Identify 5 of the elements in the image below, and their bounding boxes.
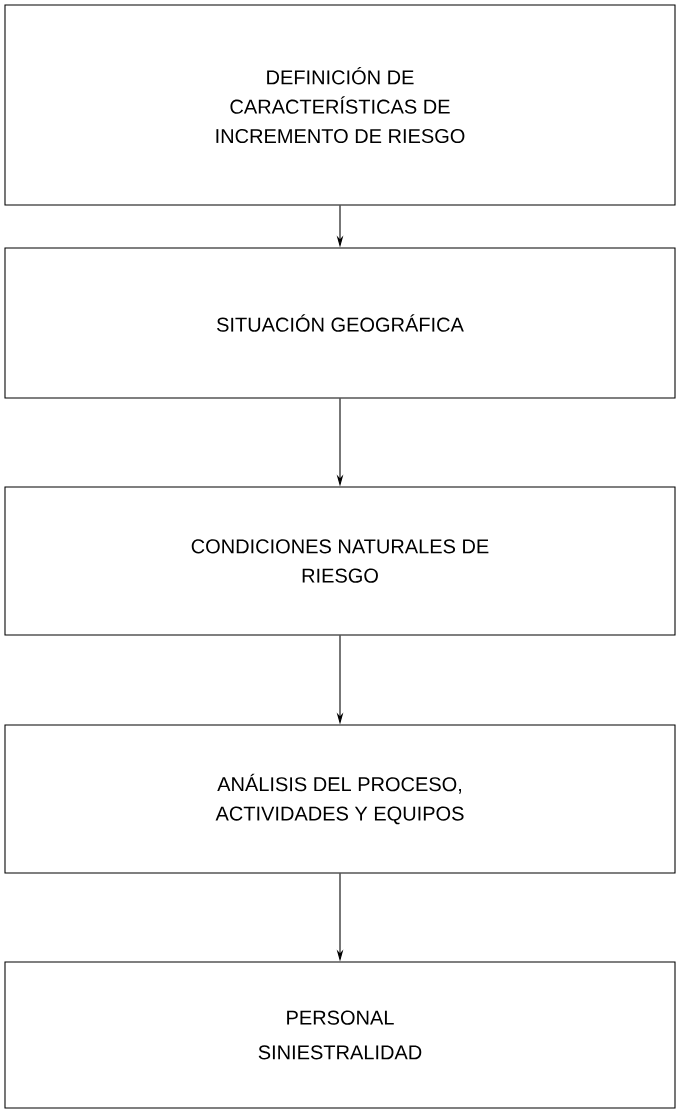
process-box: SITUACIÓN GEOGRÁFICA xyxy=(4,247,676,399)
process-box: ANÁLISIS DEL PROCESO, ACTIVIDADES Y EQUIPOS xyxy=(4,724,676,874)
process-box: DEFINICIÓN DE CARACTERÍSTICAS DE INCREMENTO DE RIESGO xyxy=(4,4,676,206)
process-box: CONDICIONES NATURALES DE RIESGO xyxy=(4,486,676,636)
process-box: PERSONAL SINIESTRALIDAD xyxy=(4,961,676,1109)
